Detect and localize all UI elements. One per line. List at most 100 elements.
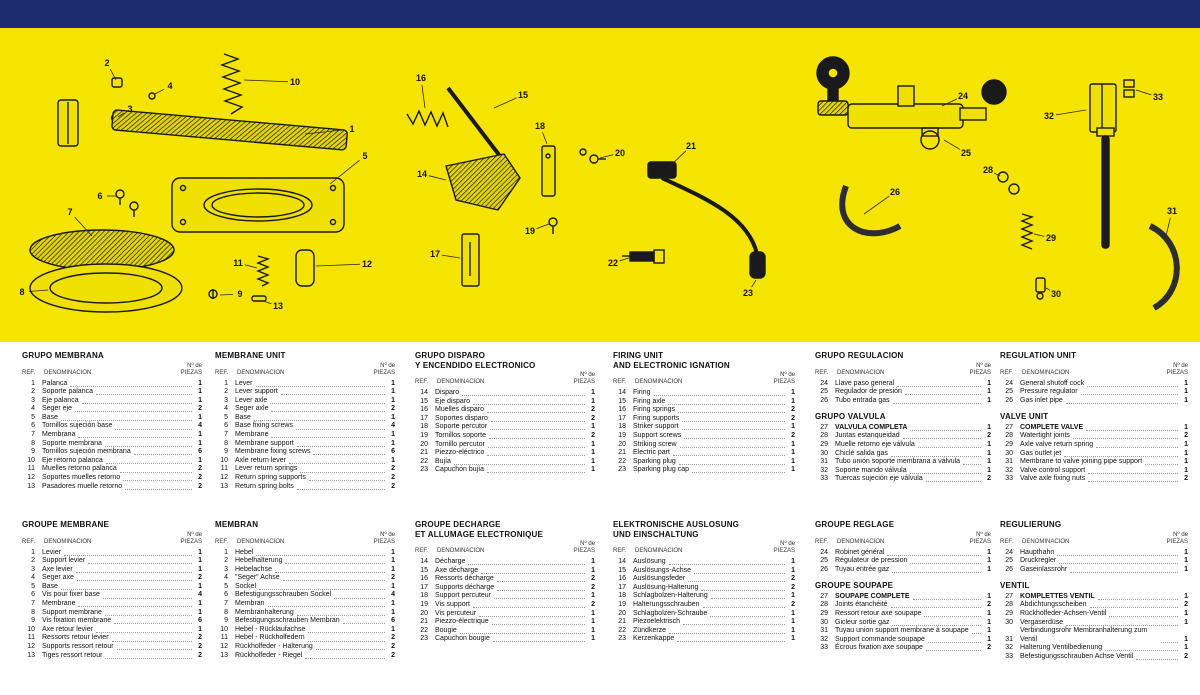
part-ref: 32 [820, 466, 828, 474]
header-pieces-label: Nº de PIEZAS [373, 362, 395, 376]
part-name: Pressure regulator [1020, 388, 1078, 396]
membrane-unit-drawing [29, 53, 348, 313]
part-ref: 4 [31, 574, 35, 582]
dotted-leader [342, 623, 385, 625]
part-qty: 2 [198, 634, 202, 642]
callout-leader-line [667, 150, 687, 169]
part-qty: 6 [198, 448, 202, 456]
part-qty: 1 [987, 548, 991, 556]
callout-leader-line [244, 264, 258, 269]
part-ref: 19 [420, 600, 428, 608]
part-ref: 29 [1005, 609, 1013, 617]
part-qty: 1 [987, 609, 991, 617]
part-ref: 8 [31, 439, 35, 447]
part-ref: 24 [1005, 548, 1013, 556]
part-ref: 28 [1005, 432, 1013, 440]
part-qty: 6 [391, 448, 395, 456]
part-name: Robinet général [835, 548, 885, 556]
callout-leader-line [751, 279, 757, 288]
dotted-leader [1161, 641, 1178, 643]
callout-number-23: 23 [743, 288, 753, 298]
callout-number-5: 5 [362, 151, 367, 161]
part-ref: 33 [1005, 652, 1013, 660]
part-name: Support commande soupape [835, 635, 925, 643]
part-qty: 2 [987, 432, 991, 440]
part-ref: 15 [618, 397, 626, 405]
header-pieces-label: Nº de PIEZAS [773, 372, 795, 385]
callout-number-32: 32 [1044, 111, 1054, 121]
part-qty: 1 [791, 626, 795, 634]
dotted-leader [490, 429, 585, 431]
dotted-leader [487, 412, 585, 414]
part-ref: 2 [31, 557, 35, 565]
part-ref: 9 [31, 617, 35, 625]
part-name: Membrane support [235, 439, 294, 447]
dotted-leader [678, 412, 785, 414]
part-ref: 14 [420, 558, 428, 565]
part-qty: 1 [1184, 466, 1188, 474]
part-ref: 11 [220, 465, 228, 473]
dotted-leader [924, 616, 981, 618]
part-qty: 1 [987, 557, 991, 565]
dotted-leader [119, 471, 192, 473]
part-name: Tuyau union support membrane à soupape [835, 627, 969, 635]
header-ref-label: REF. [815, 538, 829, 545]
part-name: Eje palanca [42, 396, 79, 404]
part-qty: 6 [391, 617, 395, 625]
part-ref: 20 [618, 440, 626, 448]
part-qty: 1 [591, 566, 595, 574]
dotted-leader [479, 615, 585, 617]
part-ref: 28 [820, 601, 828, 609]
part-ref: 17 [618, 583, 626, 591]
part-ref: 25 [1005, 557, 1013, 565]
section-title: VALVE UNIT [1000, 412, 1049, 422]
dotted-leader [1096, 447, 1178, 449]
part-qty: 1 [198, 600, 202, 608]
dotted-leader [105, 657, 192, 659]
part-ref: 2 [224, 388, 228, 396]
callout-number-6: 6 [97, 191, 102, 201]
header-denomination-label: DENOMINACION [437, 379, 485, 385]
part-qty: 2 [198, 465, 202, 473]
callout-number-2: 2 [104, 58, 109, 68]
dotted-leader [105, 462, 192, 464]
dotted-leader [682, 420, 785, 422]
part-name: Soporte percutor [435, 423, 488, 431]
part-name: Soporte palanca [42, 388, 93, 396]
part-name: Schlagbolzen-Schraube [633, 609, 708, 617]
part-name: Firing axle [633, 397, 666, 405]
dotted-leader [971, 633, 981, 635]
dotted-leader [104, 445, 192, 447]
dotted-leader [255, 385, 385, 387]
dotted-leader [115, 428, 192, 430]
callout-number-4: 4 [167, 81, 172, 91]
part-name: Rückholfeder - Halterung [235, 643, 313, 651]
part-qty: 1 [198, 548, 202, 556]
part-ref: 4 [224, 405, 228, 413]
part-name: Membrane fixing screws [235, 448, 311, 456]
dotted-leader [668, 564, 785, 566]
